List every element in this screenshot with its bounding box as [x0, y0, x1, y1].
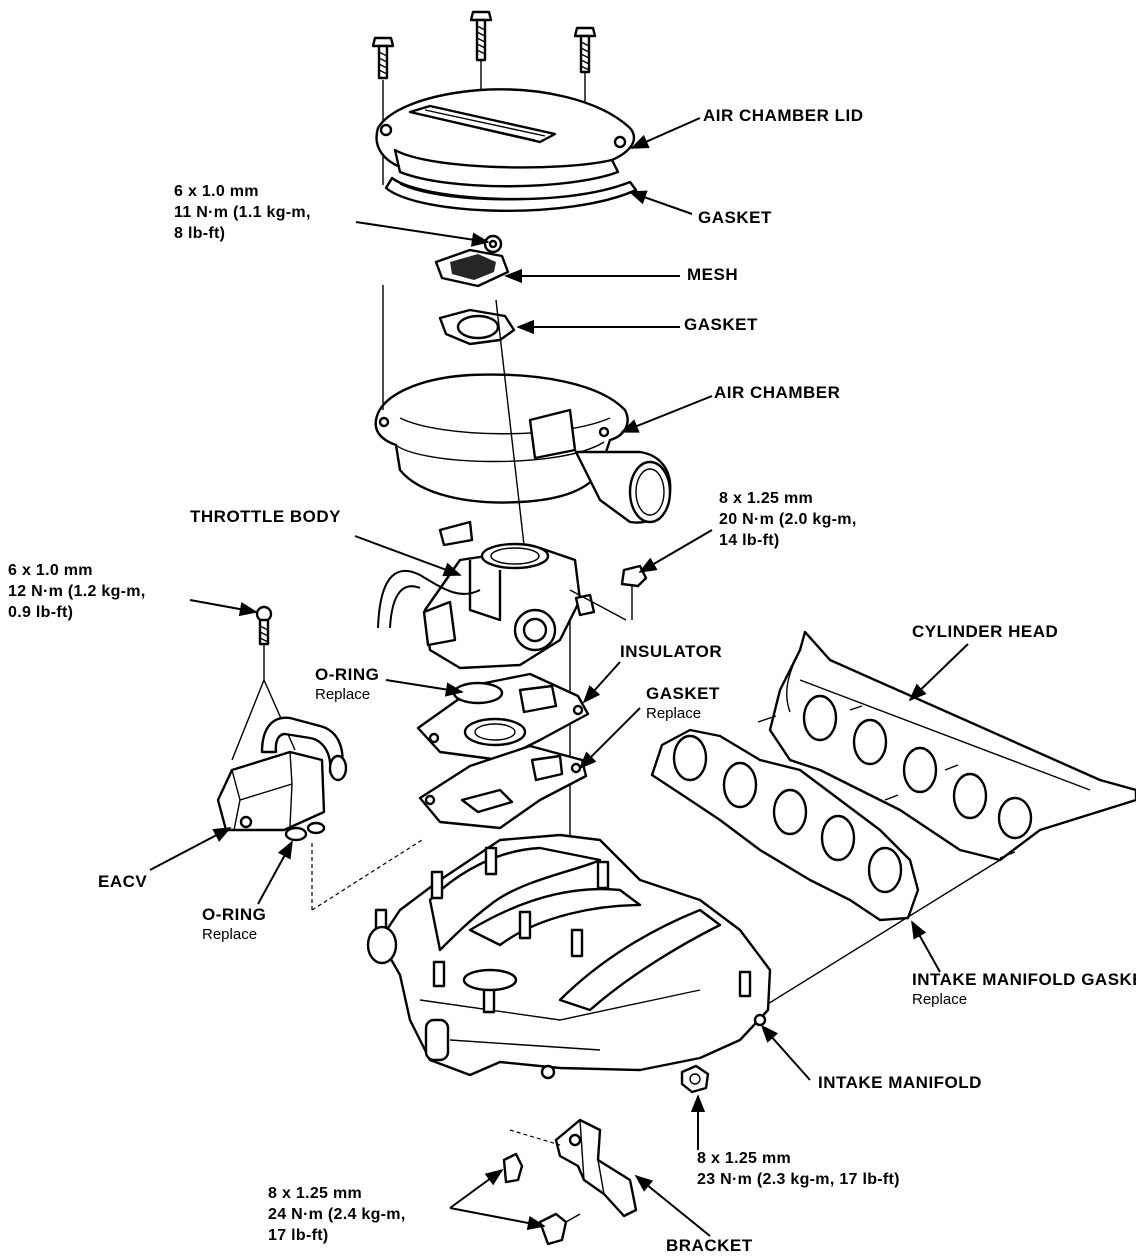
spec-throttle-nut: 8 x 1.25 mm 20 N·m (2.0 kg-m, 14 lb-ft) [719, 488, 857, 551]
label-throttle-body: THROTTLE BODY [190, 507, 341, 526]
o-ring-upper-note: Replace [315, 686, 371, 703]
spec-manifold-nut-size: 8 x 1.25 mm [697, 1150, 792, 1167]
label-gasket-mesh: GASKET [684, 315, 758, 334]
gasket-insulator-title: GASKET [646, 684, 720, 703]
label-air-chamber: AIR CHAMBER [714, 383, 841, 402]
spec-manifold-nut: 8 x 1.25 mm 23 N·m (2.3 kg-m, 17 lb-ft) [697, 1148, 900, 1190]
spec-eacv-bolt-torque2: 0.9 lb-ft) [8, 604, 74, 621]
insulator-gasket-part [418, 744, 588, 830]
label-mesh: MESH [687, 265, 739, 284]
spec-eacv-bolt: 6 x 1.0 mm 12 N·m (1.2 kg-m, 0.9 lb-ft) [8, 560, 146, 623]
air-chamber-gasket-part [384, 176, 638, 213]
spec-eacv-bolt-torque: 12 N·m (1.2 kg-m, [8, 583, 146, 600]
spec-throttle-nut-torque2: 14 lb-ft) [719, 532, 780, 549]
label-insulator: INSULATOR [620, 642, 723, 661]
label-intake-manifold-gasket: INTAKE MANIFOLD GASKET Replace [912, 970, 1136, 1010]
bracket-bolts-part [502, 1152, 581, 1246]
spec-lid-bolt-torque2: 8 lb-ft) [174, 225, 226, 242]
spec-bracket-bolt-size: 8 x 1.25 mm [268, 1185, 363, 1202]
mesh-part [434, 234, 510, 288]
air-chamber-lid-part [375, 88, 636, 188]
spec-bracket-bolt: 8 x 1.25 mm 24 N·m (2.4 kg-m, 17 lb-ft) [268, 1183, 406, 1246]
label-air-chamber-lid: AIR CHAMBER LID [703, 106, 864, 125]
intake-manifold-gasket-note: Replace [912, 991, 968, 1008]
gasket-insulator-note: Replace [646, 705, 702, 722]
label-eacv: EACV [98, 872, 148, 891]
intake-manifold-part [366, 833, 772, 1080]
spec-lid-bolt: 6 x 1.0 mm 11 N·m (1.1 kg-m, 8 lb-ft) [174, 181, 311, 244]
label-o-ring-lower: O-RING Replace [202, 905, 266, 945]
manifold-nut-part [680, 1064, 710, 1094]
o-ring-lower-title: O-RING [202, 905, 267, 924]
spec-lid-bolt-torque: 11 N·m (1.1 kg-m, [174, 204, 311, 221]
mesh-gasket-part [438, 308, 516, 346]
spec-eacv-bolt-size: 6 x 1.0 mm [8, 562, 93, 579]
air-chamber-part [374, 373, 672, 524]
insulator-part [416, 672, 590, 762]
spec-bracket-bolt-torque: 24 N·m (2.4 kg-m, [268, 1206, 406, 1223]
label-o-ring-upper: O-RING Replace [315, 665, 379, 705]
leader-arrows [149, 117, 969, 1237]
label-gasket-insulator: GASKET Replace [646, 684, 720, 724]
o-ring-upper-title: O-RING [315, 665, 380, 684]
eacv-bolt-part [231, 605, 296, 761]
intake-manifold-gasket-title-1: INTAKE MANIFOLD [912, 970, 1076, 989]
cylinder-head-part [757, 630, 1136, 862]
intake-manifold-gasket-part [650, 728, 1001, 1011]
eacv-part [216, 716, 348, 832]
eacv-o-ring-part [284, 821, 326, 842]
label-cylinder-head: CYLINDER HEAD [912, 622, 1059, 641]
spec-throttle-nut-size: 8 x 1.25 mm [719, 490, 814, 507]
bracket-part [509, 1118, 638, 1218]
spec-bracket-bolt-torque2: 17 lb-ft) [268, 1227, 329, 1244]
label-bracket: BRACKET [666, 1236, 753, 1255]
spec-lid-bolt-size: 6 x 1.0 mm [174, 183, 259, 200]
intake-manifold-gasket-title-2: GASKET [1081, 970, 1136, 989]
o-ring-lower-note: Replace [202, 926, 258, 943]
spec-manifold-nut-torque: 23 N·m (2.3 kg-m, 17 lb-ft) [697, 1171, 900, 1188]
throttle-body-part [377, 520, 596, 670]
spec-throttle-nut-torque: 20 N·m (2.0 kg-m, [719, 511, 857, 528]
label-gasket-top: GASKET [698, 208, 772, 227]
label-intake-manifold: INTAKE MANIFOLD [818, 1073, 982, 1092]
